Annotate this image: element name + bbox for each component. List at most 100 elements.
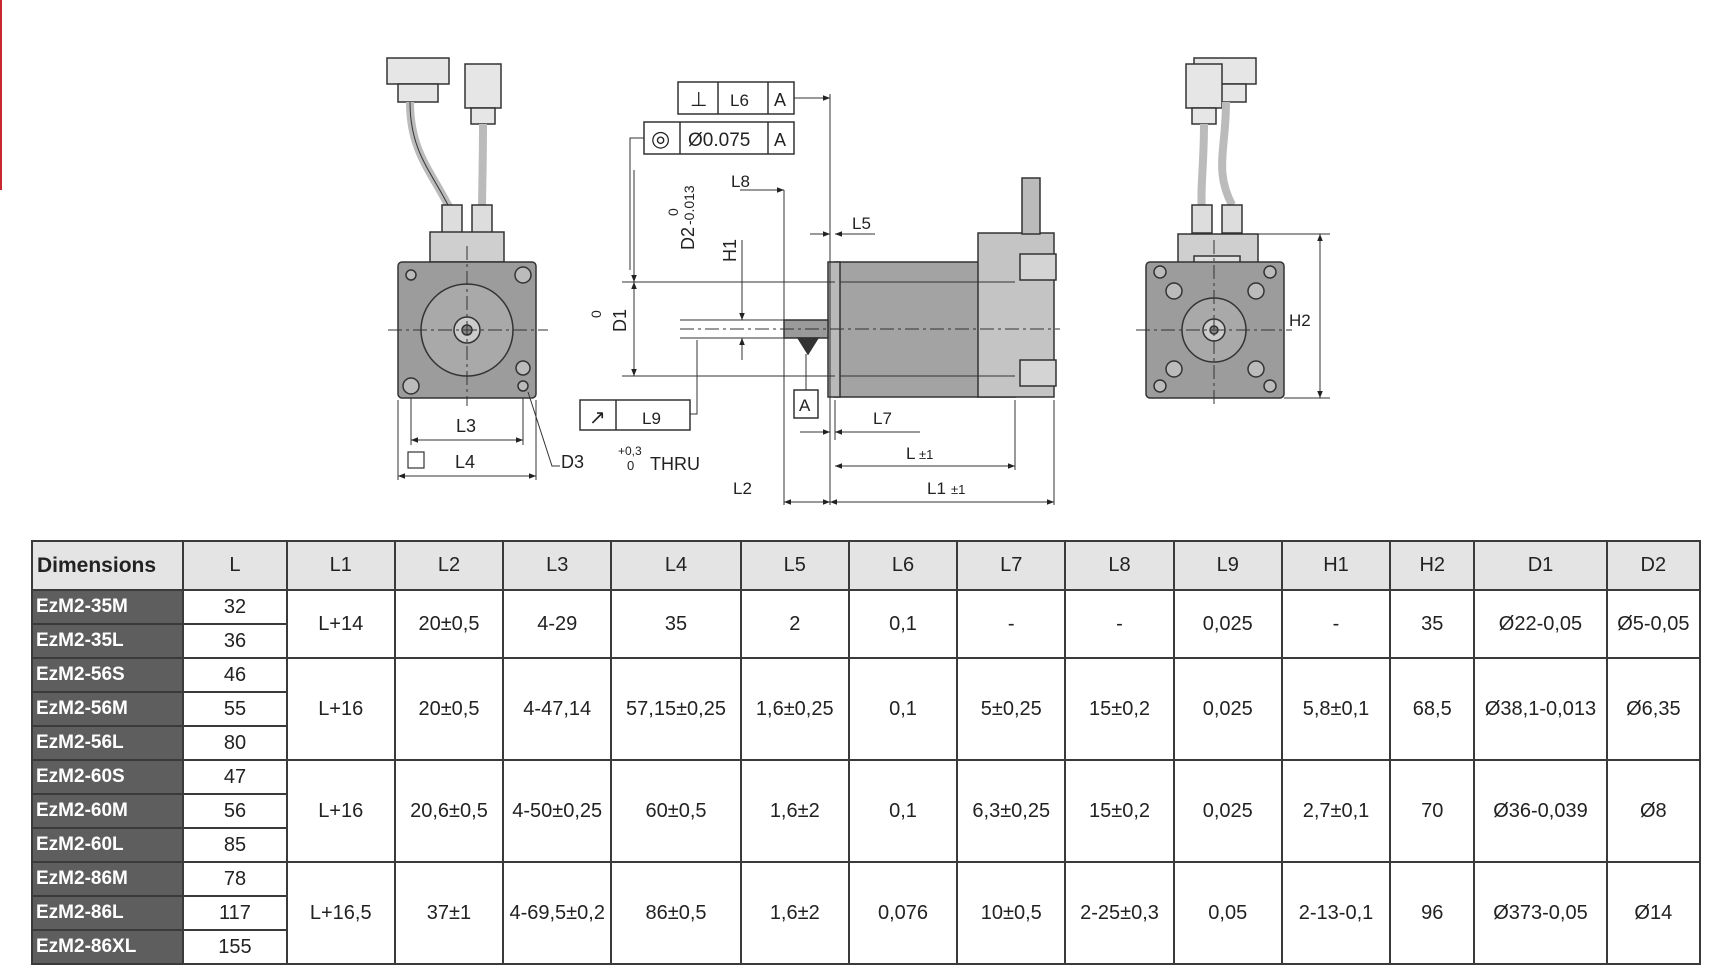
gdt-perpendicularity-value: L6 bbox=[730, 91, 749, 110]
spec-cell-l8: 15±0,2 bbox=[1064, 759, 1175, 863]
spec-cell-l7: - bbox=[956, 589, 1067, 659]
spec-cell-l1: L+16 bbox=[285, 657, 396, 761]
page-edge-mark bbox=[0, 0, 2, 190]
spec-cell-l9: 0,025 bbox=[1172, 589, 1283, 659]
model-name-cell: EzM2-60S bbox=[30, 759, 185, 795]
spec-cell-l8: 2-25±0,3 bbox=[1064, 861, 1175, 965]
column-header-l7: L7 bbox=[956, 540, 1067, 591]
model-name-cell: EzM2-60L bbox=[30, 827, 185, 863]
column-header-l5: L5 bbox=[739, 540, 850, 591]
column-header-d1: D1 bbox=[1473, 540, 1608, 591]
label-L4: L4 bbox=[455, 452, 475, 472]
label-D2-zero: 0 bbox=[665, 208, 681, 216]
length-L-cell: 80 bbox=[182, 725, 288, 761]
spec-cell-d2: Ø8 bbox=[1605, 759, 1702, 863]
label-L1-tol: ±1 bbox=[951, 482, 965, 497]
runout-icon: ↗ bbox=[589, 407, 606, 429]
gdt-perpendicularity-datum: A bbox=[774, 90, 786, 110]
label-L2: L2 bbox=[733, 479, 752, 498]
spec-cell-l4: 86±0,5 bbox=[610, 861, 742, 965]
length-L-cell: 55 bbox=[182, 691, 288, 727]
spec-cell-h2: 68,5 bbox=[1389, 657, 1476, 761]
model-name-cell: EzM2-35L bbox=[30, 623, 185, 659]
front-view bbox=[386, 57, 560, 480]
label-thru-upper-tol: +0,3 bbox=[618, 444, 642, 458]
spec-cell-h2: 70 bbox=[1389, 759, 1476, 863]
spec-cell-d1: Ø36-0,039 bbox=[1473, 759, 1608, 863]
length-L-cell: 78 bbox=[182, 861, 288, 897]
gdt-concentricity-datum: A bbox=[774, 130, 786, 150]
spec-cell-d1: Ø22-0,05 bbox=[1473, 589, 1608, 659]
spec-cell-l2: 20,6±0,5 bbox=[393, 759, 505, 863]
spec-cell-h2: 96 bbox=[1389, 861, 1476, 965]
gdt-runout-value: L9 bbox=[642, 409, 661, 428]
label-L3: L3 bbox=[456, 416, 476, 436]
spec-cell-l2: 20±0,5 bbox=[393, 657, 505, 761]
column-header-l8: L8 bbox=[1064, 540, 1175, 591]
spec-cell-h1: 2-13-0,1 bbox=[1280, 861, 1392, 965]
length-L-cell: 46 bbox=[182, 657, 288, 693]
spec-cell-h1: - bbox=[1280, 589, 1392, 659]
spec-cell-h2: 35 bbox=[1389, 589, 1476, 659]
column-header-dimensions: Dimensions bbox=[30, 540, 185, 591]
label-L5: L5 bbox=[852, 214, 871, 233]
length-L-cell: 155 bbox=[182, 929, 288, 965]
side-view bbox=[579, 81, 1060, 505]
spec-cell-l6: 0,1 bbox=[847, 657, 959, 761]
label-L1: L1 bbox=[927, 479, 946, 498]
spec-cell-l9: 0,025 bbox=[1172, 657, 1283, 761]
spec-cell-h1: 5,8±0,1 bbox=[1280, 657, 1392, 761]
rear-view bbox=[1136, 57, 1330, 406]
spec-cell-l3: 4-69,5±0,2 bbox=[502, 861, 613, 965]
spec-cell-l4: 57,15±0,25 bbox=[610, 657, 742, 761]
spec-cell-d2: Ø5-0,05 bbox=[1605, 589, 1702, 659]
perpendicularity-icon: ⊥ bbox=[690, 89, 707, 111]
spec-cell-d1: Ø373-0,05 bbox=[1473, 861, 1608, 965]
column-header-h1: H1 bbox=[1280, 540, 1392, 591]
label-H2: H2 bbox=[1289, 311, 1311, 330]
label-thru-lower-tol: 0 bbox=[627, 458, 634, 473]
spec-cell-d2: Ø14 bbox=[1605, 861, 1702, 965]
spec-cell-l5: 1,6±0,25 bbox=[739, 657, 850, 761]
spec-cell-l1: L+14 bbox=[285, 589, 396, 659]
label-D2: D2 bbox=[678, 227, 698, 250]
label-L-tol: ±1 bbox=[919, 447, 933, 462]
spec-cell-l1: L+16 bbox=[285, 759, 396, 863]
length-L-cell: 56 bbox=[182, 793, 288, 829]
length-L-cell: 47 bbox=[182, 759, 288, 795]
spec-cell-l9: 0,025 bbox=[1172, 759, 1283, 863]
length-L-cell: 36 bbox=[182, 623, 288, 659]
spec-cell-l6: 0,076 bbox=[847, 861, 959, 965]
spec-cell-l8: - bbox=[1064, 589, 1175, 659]
model-name-cell: EzM2-56L bbox=[30, 725, 185, 761]
spec-cell-l5: 1,6±2 bbox=[739, 759, 850, 863]
length-L-cell: 32 bbox=[182, 589, 288, 625]
column-header-l3: L3 bbox=[502, 540, 613, 591]
spec-cell-l4: 60±0,5 bbox=[610, 759, 742, 863]
concentricity-icon: ◎ bbox=[651, 126, 670, 151]
spec-cell-l1: L+16,5 bbox=[285, 861, 396, 965]
spec-cell-d1: Ø38,1-0,013 bbox=[1473, 657, 1608, 761]
column-header-l: L bbox=[182, 540, 288, 591]
motor-dimension-drawing: L3 L4 D3 +0,3 0 THRU bbox=[386, 57, 1330, 505]
column-header-l9: L9 bbox=[1172, 540, 1283, 591]
column-header-l1: L1 bbox=[285, 540, 396, 591]
spec-cell-l3: 4-50±0,25 bbox=[502, 759, 613, 863]
label-D1: D1 bbox=[610, 309, 630, 332]
gdt-concentricity-value: Ø0.075 bbox=[688, 130, 750, 151]
model-name-cell: EzM2-60M bbox=[30, 793, 185, 829]
spec-cell-l7: 5±0,25 bbox=[956, 657, 1067, 761]
spec-cell-l6: 0,1 bbox=[847, 589, 959, 659]
label-L8: L8 bbox=[731, 172, 750, 191]
spec-cell-l5: 1,6±2 bbox=[739, 861, 850, 965]
spec-cell-l4: 35 bbox=[610, 589, 742, 659]
